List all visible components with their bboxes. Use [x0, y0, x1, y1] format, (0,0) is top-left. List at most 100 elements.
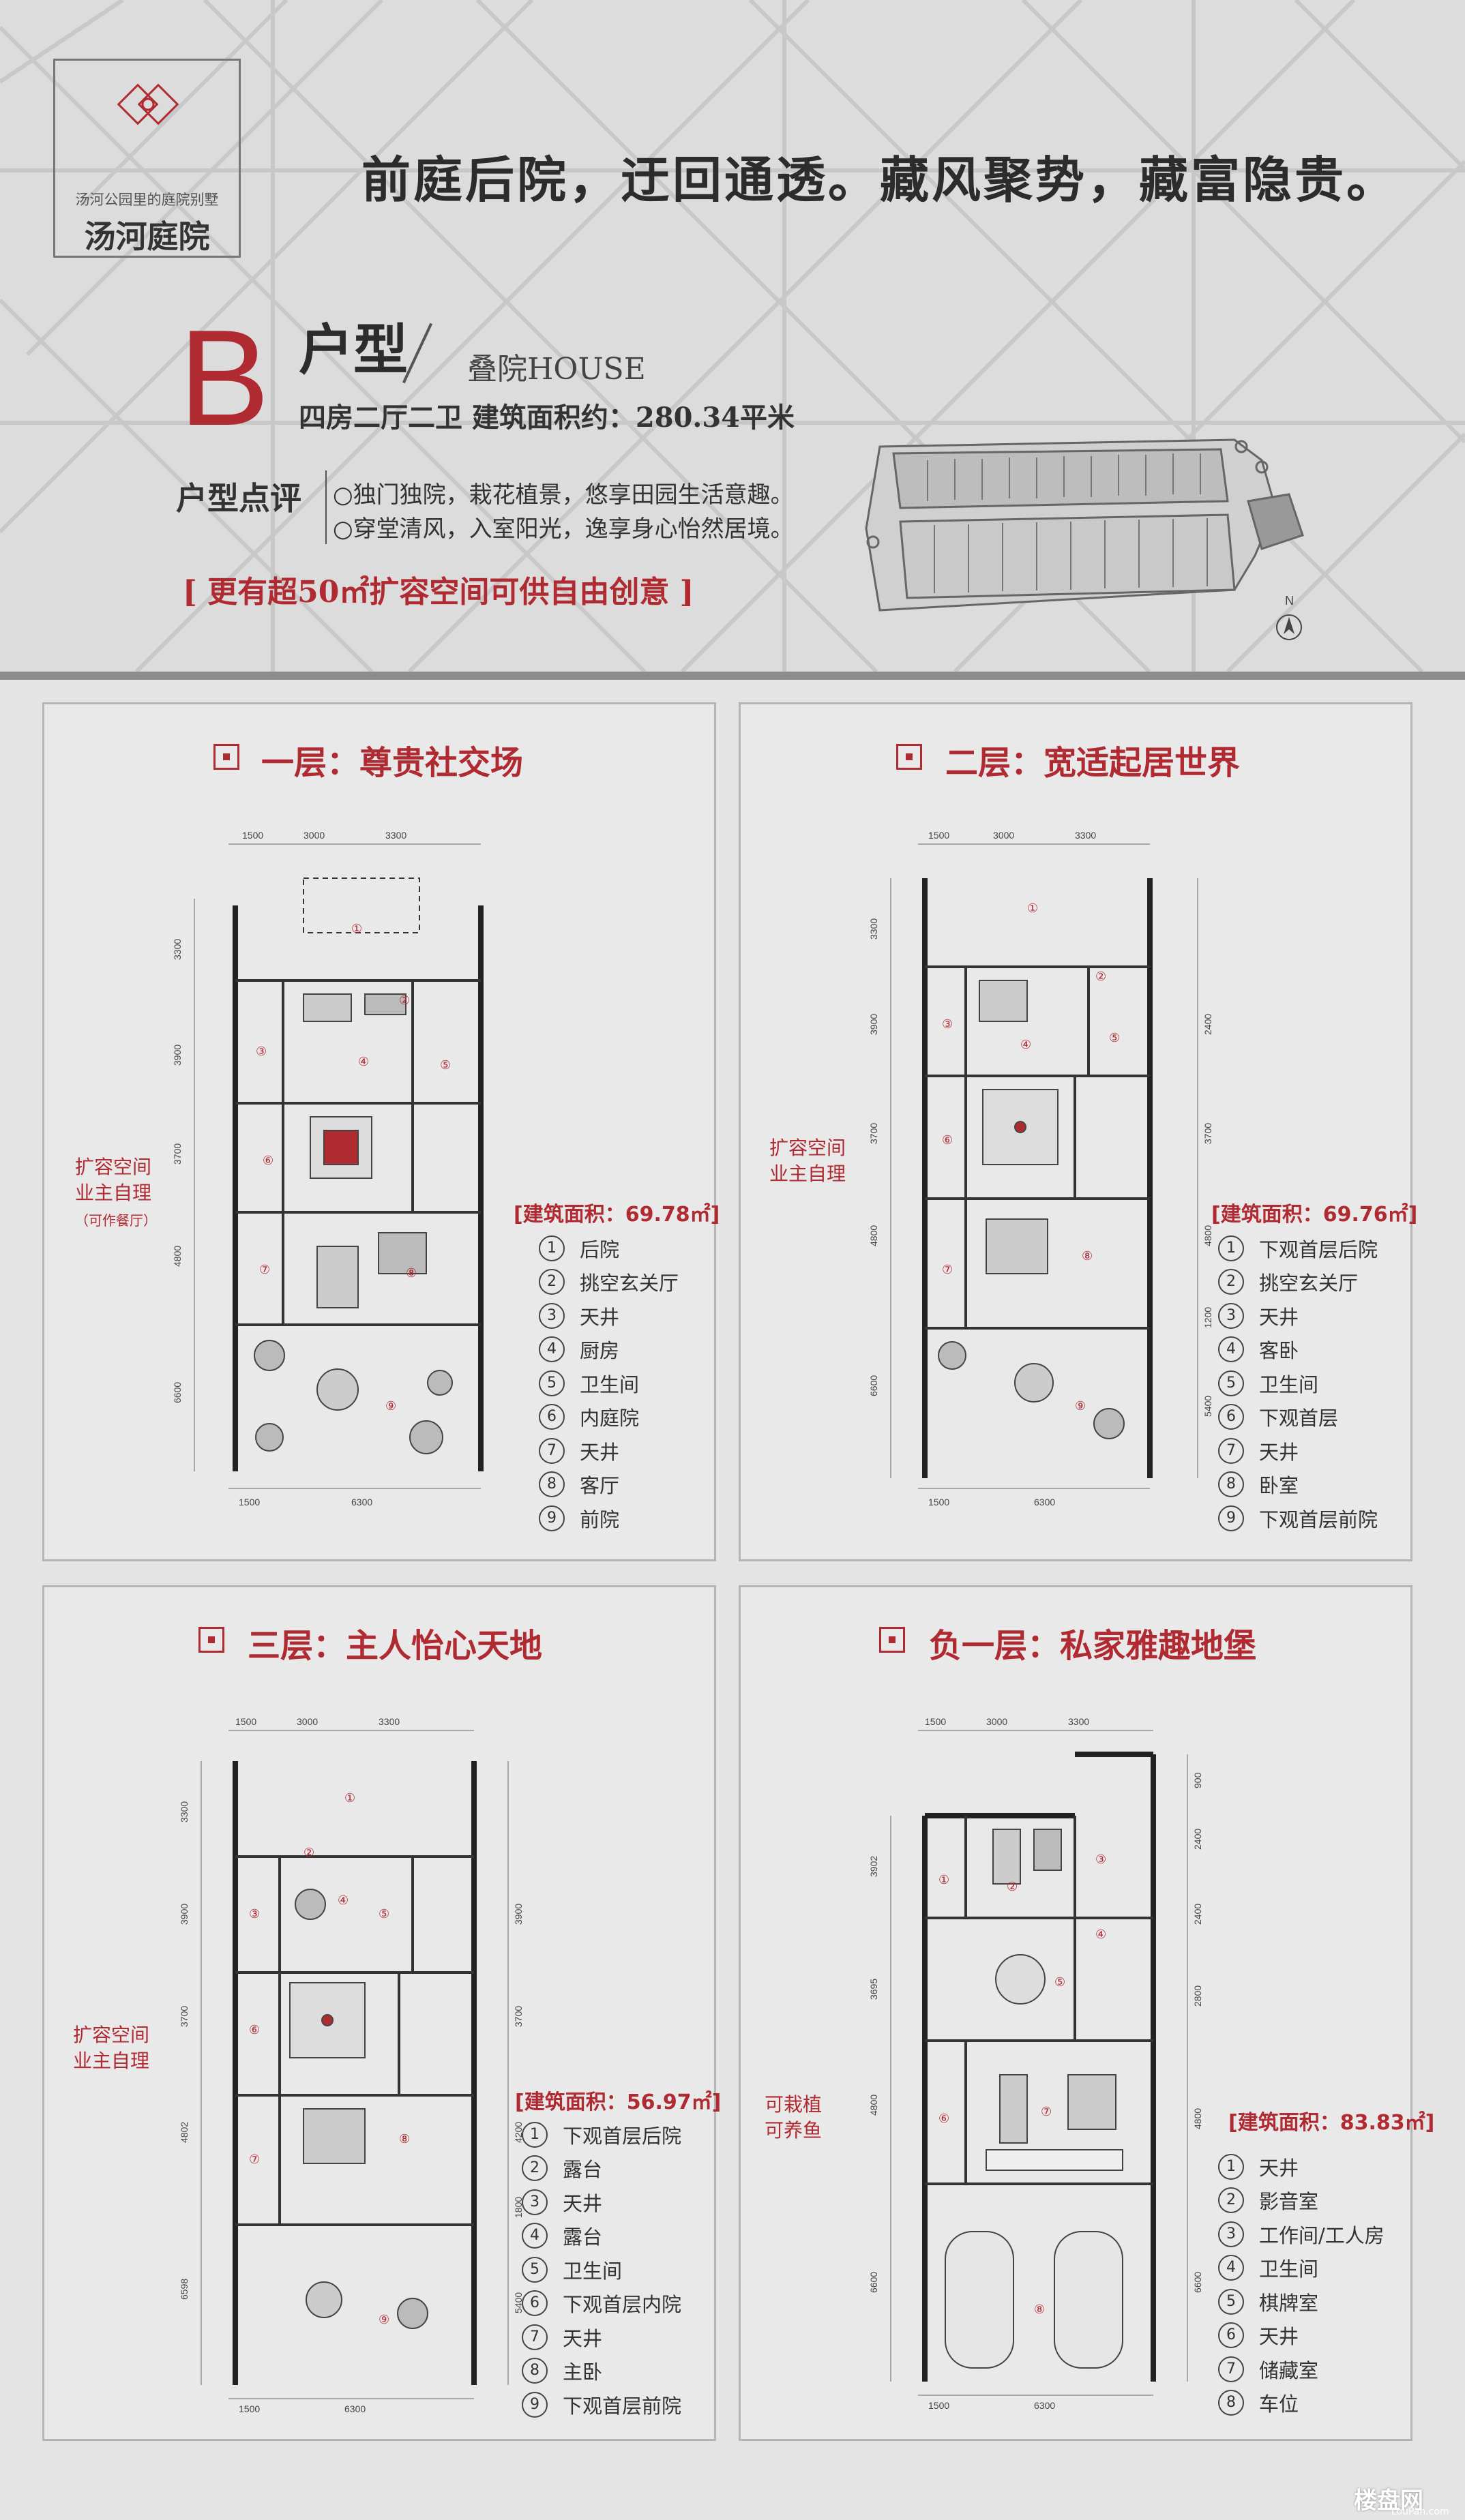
dim-label: 1500	[239, 2403, 260, 2414]
dim-label: 3300	[868, 918, 879, 940]
dim-label: 3300	[172, 939, 183, 960]
dim-label: 5400	[513, 2292, 524, 2313]
floor-area: [建筑面积：69.78㎡]	[514, 1203, 720, 1227]
dim-label: 3300	[385, 830, 406, 841]
svg-text:②: ②	[1007, 1880, 1018, 1893]
dim-label: 4800	[868, 1225, 879, 1246]
logo-name: 汤河庭院	[84, 218, 210, 255]
planting-note: 可栽植 可养鱼	[765, 2093, 823, 2142]
dim-label: 3300	[1068, 1716, 1089, 1727]
svg-text:③: ③	[942, 1017, 953, 1031]
svg-text:②: ②	[399, 993, 410, 1007]
svg-text:⑧: ⑧	[399, 2132, 410, 2146]
svg-text:⑧: ⑧	[406, 1266, 417, 1280]
north-label: N	[1285, 594, 1294, 608]
expansion-note: 扩容空间 业主自理 （可作餐厅）	[75, 1156, 157, 1229]
floor-title: 三层：主人怡心天地	[248, 1627, 543, 1665]
dim-label: 3700	[179, 2006, 190, 2027]
svg-text:②: ②	[304, 1846, 314, 1859]
review-divider	[325, 470, 327, 544]
dim-label: 3000	[304, 830, 325, 841]
site-plan-map: N	[865, 438, 1304, 640]
dim-label: 6598	[179, 2279, 190, 2300]
svg-text:⑦: ⑦	[1041, 2105, 1052, 2118]
dim-label: 5400	[1202, 1396, 1213, 1417]
dim-label: 6300	[1034, 1497, 1055, 1508]
unit-type-subtitle: 叠院HOUSE	[467, 352, 646, 387]
svg-text:⑥: ⑥	[249, 2023, 260, 2037]
watermark-url: LouPan.com	[1391, 2506, 1449, 2517]
floor-panel-1: 一层：尊贵社交场 1500 3000 3300 3300 3900 3700 4…	[42, 702, 720, 1561]
section-marker-icon	[879, 1627, 905, 1653]
svg-text:⑨: ⑨	[385, 1399, 396, 1413]
header-section: 汤河公园里的庭院别墅 汤河庭院 前庭后院，迂回通透。藏风聚势，藏富隐贵。 B 户…	[0, 0, 1465, 672]
dim-label: 6300	[1034, 2400, 1055, 2411]
svg-text:④: ④	[358, 1055, 369, 1068]
review-item: ○独门独院，栽花植景，悠享田园生活意趣。	[333, 481, 794, 509]
svg-text:⑨: ⑨	[379, 2313, 389, 2326]
expand-space-note: [ 更有超50㎡扩容空间可供自由创意 ]	[183, 575, 694, 610]
floor-panel-basement: 负一层：私家雅趣地堡 1500 3000 3300 3902 3695 4800…	[739, 1585, 1434, 2441]
floor-area: [建筑面积：56.97㎡]	[515, 2090, 722, 2114]
unit-type-label: 户型	[299, 318, 408, 382]
expansion-note: 扩容空间 业主自理	[769, 1137, 846, 1185]
svg-text:⑦: ⑦	[249, 2152, 260, 2166]
dim-label: 3700	[172, 1143, 183, 1165]
svg-text:⑤: ⑤	[1054, 1975, 1065, 1989]
dim-label: 6300	[351, 1497, 372, 1508]
dim-label: 2400	[1202, 1014, 1213, 1035]
floor-area: [建筑面积：69.76㎡]	[1211, 1203, 1418, 1227]
svg-text:⑥: ⑥	[263, 1154, 273, 1167]
slogan: 前庭后院，迂回通透。藏风聚势，藏富隐贵。	[361, 151, 1399, 209]
dim-label: 3700	[513, 2006, 524, 2027]
svg-text:①: ①	[938, 1873, 949, 1887]
floor-plan-drawing: 1500 3000 3300 3300 3900 3700 4800 6600 …	[868, 830, 1213, 1508]
brand-logo: 汤河公园里的庭院别墅 汤河庭院	[53, 59, 241, 258]
floor-panel-2: 二层：宽适起居世界 1500 3000 3300 3300 3900 3700 …	[739, 702, 1417, 1561]
floor-title: 二层：宽适起居世界	[945, 744, 1241, 782]
floor-title: 一层：尊贵社交场	[261, 744, 524, 782]
section-marker-icon	[896, 744, 922, 770]
watermark-logo: 楼盘网	[1354, 2487, 1423, 2515]
svg-text:⑦: ⑦	[259, 1263, 270, 1276]
floor-panel-3: 三层：主人怡心天地 1500 3000 3300 3300 3900 3700 …	[42, 1585, 721, 2441]
dim-label: 3000	[297, 1716, 318, 1727]
dim-label: 4800	[1202, 1225, 1213, 1246]
svg-text:⑤: ⑤	[1109, 1031, 1120, 1045]
dim-label: 3900	[868, 1014, 879, 1035]
expansion-note: 扩容空间 业主自理	[73, 2024, 150, 2072]
floor-title: 负一层：私家雅趣地堡	[929, 1627, 1257, 1665]
dim-label: 6600	[1192, 2272, 1203, 2293]
svg-text:⑧: ⑧	[1034, 2302, 1045, 2316]
dim-label: 3902	[868, 1856, 879, 1877]
svg-text:③: ③	[256, 1045, 267, 1058]
floor-plan-drawing: 1500 3000 3300 3300 3900 3700 4800 6600 …	[172, 830, 484, 1508]
dim-label: 1500	[239, 1497, 260, 1508]
dim-label: 2800	[1192, 1985, 1203, 2007]
